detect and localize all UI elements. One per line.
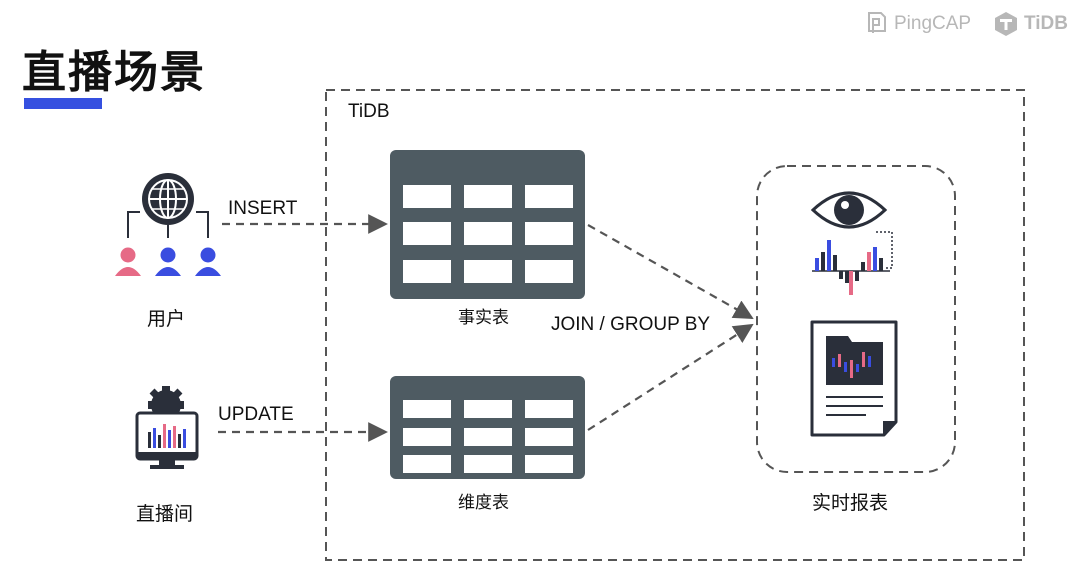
pingcap-brand-text: PingCAP <box>894 13 972 34</box>
eye-icon <box>810 191 888 229</box>
fact-to-report-arrow <box>587 224 754 319</box>
dim-to-report-arrow <box>587 323 754 431</box>
page-title: 直播场景 <box>22 48 206 97</box>
users-label: 用户 <box>147 309 186 330</box>
user-icon-blue <box>155 247 181 276</box>
tidb-brand-text: TiDB <box>1024 13 1068 34</box>
tidb-logo-icon <box>995 12 1017 36</box>
insert-label: INSERT <box>228 198 298 219</box>
fact-table-icon <box>390 150 585 299</box>
tidb-logo: TiDB <box>994 10 1068 38</box>
realtime-report-label: 实时报表 <box>812 493 889 514</box>
fact-table-label: 事实表 <box>458 308 509 327</box>
tidb-container-label: TiDB <box>348 101 390 122</box>
candlestick-chart-icon <box>812 231 893 295</box>
globe-icon <box>142 173 194 225</box>
user-icon-pink <box>115 247 141 276</box>
tidb-container <box>325 89 1025 561</box>
pingcap-logo-icon <box>868 12 886 33</box>
report-panel <box>756 165 956 473</box>
dimension-table-icon <box>390 376 585 479</box>
users-connector <box>127 211 209 238</box>
update-label: UPDATE <box>218 404 294 425</box>
user-icon-blue <box>195 247 221 276</box>
monitor-gear-icon <box>135 386 199 469</box>
monitor-bars <box>148 424 186 448</box>
live-room-label: 直播间 <box>136 504 194 525</box>
join-group-by-label: JOIN / GROUP BY <box>551 314 711 335</box>
dimension-table-label: 维度表 <box>458 493 509 512</box>
report-document-icon <box>810 320 898 437</box>
pingcap-logo: PingCAP <box>866 10 971 38</box>
title-underline <box>24 98 102 109</box>
